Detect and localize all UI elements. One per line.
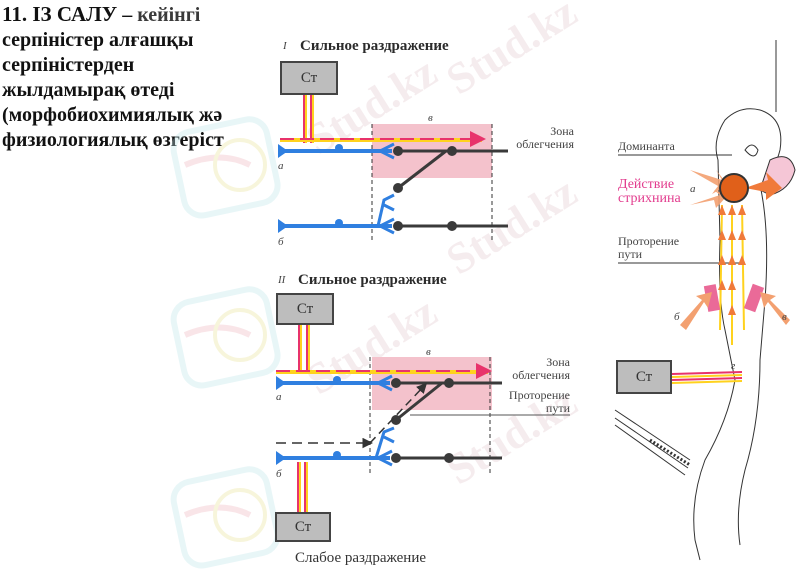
frog-point-g: г [731, 360, 736, 372]
panel-1-roman: I [283, 40, 287, 52]
frog-point-a: а [690, 183, 696, 195]
heading-line3: серпіністерден [2, 54, 135, 76]
heading-number: 11. ІЗ САЛУ [2, 2, 118, 26]
zone-label-v-1: в [428, 112, 433, 124]
slide-heading: 11. ІЗ САЛУ – кейінгі серпіністер алғашқ… [2, 2, 292, 153]
zone-label-v-2: в [426, 346, 431, 358]
frog-stimulator: Ст [616, 360, 672, 394]
neuron-b-label-1: б [278, 236, 284, 248]
panel-1-title: Сильное раздражение [300, 38, 449, 54]
neuron-b-label-2: б [276, 468, 282, 480]
heading-dash: – [117, 4, 138, 26]
weak-stimulation-caption: Слабое раздражение [295, 550, 427, 566]
heading-line6: физиологиялық өзгеріст [2, 129, 224, 151]
panel-2-title: Сильное раздражение [298, 272, 447, 288]
dominant-label: Доминанта [618, 139, 675, 153]
frog-point-v: в [782, 311, 787, 323]
logo-icon [170, 286, 281, 389]
neuron-a-label-1: а [278, 160, 284, 172]
heading-line4: жылдамырақ өтеді [2, 79, 175, 101]
logo-icon [170, 116, 281, 219]
heading-line5: (морфобиохимиялық жә [2, 104, 223, 126]
heading-line2: серпіністер алғашқы [2, 29, 194, 51]
neuron-a-label-2: а [276, 391, 282, 403]
stimulator-2-bottom: Ст [275, 512, 331, 542]
stimulator-1: Ст [280, 61, 338, 95]
heading-line1-rest: кейінгі [137, 4, 201, 26]
panel-2-roman: II [278, 274, 286, 286]
frog-point-b: б [674, 311, 680, 323]
stimulator-2-top: Ст [276, 293, 334, 325]
logo-icon [170, 466, 281, 569]
